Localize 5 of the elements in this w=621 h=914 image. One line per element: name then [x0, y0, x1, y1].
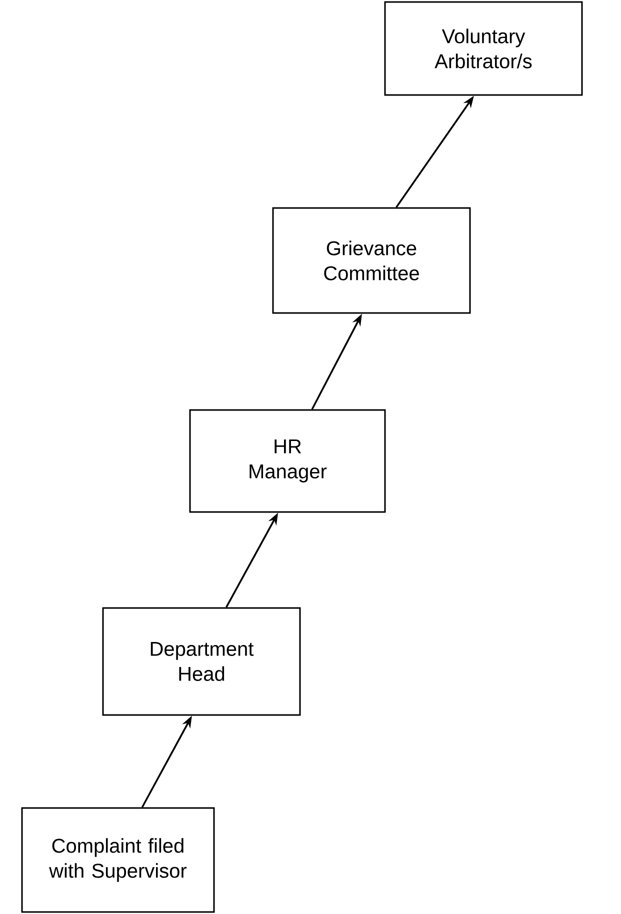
process-box: Grievance Committee	[272, 207, 471, 314]
process-box: Department Head	[102, 607, 301, 716]
process-box: Complaint filed with Supervisor	[21, 807, 215, 913]
process-box: Voluntary Arbitrator/s	[384, 1, 583, 96]
process-box: HR Manager	[189, 409, 386, 513]
